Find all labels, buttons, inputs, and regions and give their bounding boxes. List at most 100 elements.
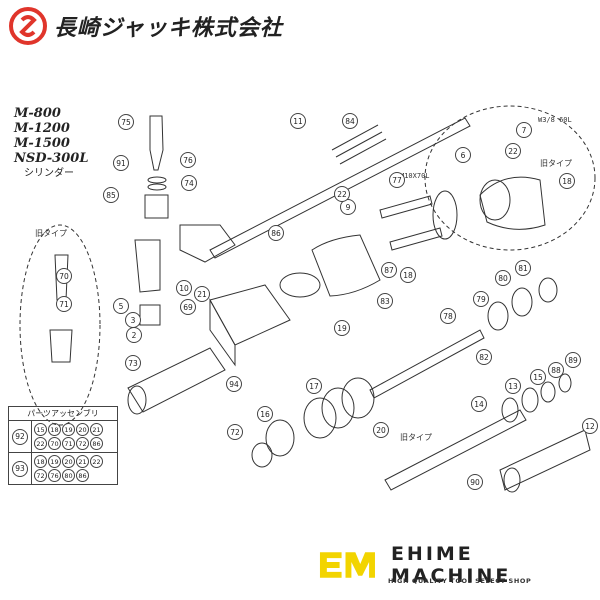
part-callout: 82: [476, 349, 492, 365]
kit-part-number: 72: [76, 437, 89, 450]
kit-part-number: 22: [34, 437, 47, 450]
header: 長崎ジャッキ株式会社: [8, 6, 283, 46]
part-callout: 13: [505, 378, 521, 394]
part-callout: 87: [381, 262, 397, 278]
part-76-ring-b: [147, 183, 167, 191]
part-callout: 85: [103, 187, 119, 203]
part-callout: 11: [290, 113, 306, 129]
part-callout: 73: [125, 355, 141, 371]
part-callout: 22: [505, 143, 521, 159]
part-83-body: [311, 234, 381, 297]
part-callout: 17: [306, 378, 322, 394]
company-name: 長崎ジャッキ株式会社: [54, 16, 283, 41]
old-type-right-ellipse: [424, 105, 596, 251]
bolt-spec-label: M10X70L: [400, 172, 430, 180]
part-callout: 18: [400, 267, 416, 283]
part-73-tube: [127, 347, 226, 413]
part-callout: 20: [373, 422, 389, 438]
part-71-body: [49, 329, 73, 363]
kit-part-number: 86: [76, 469, 89, 482]
brand-block: EHIME MACHINE: [318, 543, 600, 587]
kit-part-number: 21: [90, 423, 103, 436]
part-callout: 2: [126, 327, 142, 343]
part-callout: 78: [440, 308, 456, 324]
part-callout: 77: [389, 172, 405, 188]
kit-part-number: 76: [48, 469, 61, 482]
part-10-fork: [179, 224, 236, 263]
part-callout: 75: [118, 114, 134, 130]
part-20-ring-a: [303, 397, 337, 439]
brand-name: EHIME MACHINE: [390, 543, 512, 587]
kit-part-number: 86: [90, 437, 103, 450]
brand-tagline: HIGH QUALITY TOOL SELECT SHOP: [388, 577, 532, 585]
part-73-end: [127, 385, 147, 415]
kit-part-number: 18: [34, 455, 47, 468]
part-callout: 89: [565, 352, 581, 368]
part-callout: 9: [340, 199, 356, 215]
part-15-seal: [521, 387, 539, 413]
part-11-rod: [209, 117, 471, 259]
part-6-plate: [432, 190, 458, 240]
kit-part-number: 70: [48, 437, 61, 450]
part-75-shape: [149, 115, 164, 171]
old-type-left-label: 旧タイプ: [35, 229, 67, 238]
part-callout: 19: [334, 320, 350, 336]
part-76-ring: [147, 176, 167, 184]
part-12-sleeve: [499, 429, 591, 491]
part-callout: 94: [226, 376, 242, 392]
kit-part-number: 19: [48, 455, 61, 468]
part-88-seal: [540, 381, 556, 403]
old-type-bottom-label: 旧タイプ: [400, 433, 432, 442]
part-callout: 81: [515, 260, 531, 276]
part-callout: 76: [180, 152, 196, 168]
part-callout: 7: [516, 122, 532, 138]
kit-id-badge: 92: [12, 428, 28, 445]
part-callout: 6: [455, 147, 471, 163]
model-line: M-1500: [14, 136, 70, 151]
part-callout: 3: [125, 312, 141, 328]
kit-part-number: 21: [76, 455, 89, 468]
kit-part-number: 19: [62, 423, 75, 436]
part-84-spring: [331, 124, 387, 165]
model-line: M-1200: [14, 121, 70, 136]
part-90-ram: [384, 409, 527, 491]
part-callout: 18: [559, 173, 575, 189]
part-callout: 16: [257, 406, 273, 422]
kit-id-badge: 93: [12, 460, 28, 477]
part-72-ring: [251, 442, 273, 468]
kit-part-number: 71: [62, 437, 75, 450]
kit-part-number: 80: [62, 469, 75, 482]
company-logo: [9, 7, 47, 45]
kit-part-number: 72: [34, 469, 47, 482]
part-18-valve: [389, 227, 443, 251]
part-callout: 12: [582, 418, 598, 434]
part-callout: 84: [342, 113, 358, 129]
part-callout: 21: [194, 286, 210, 302]
part-74-body: [144, 194, 169, 219]
washer-spec-label: W3/8 60L: [538, 116, 572, 124]
part-callout: 79: [473, 291, 489, 307]
part-callout: 71: [56, 296, 72, 312]
part-callout: 74: [181, 175, 197, 191]
part-callout: 5: [113, 298, 129, 314]
part-callout: 91: [113, 155, 129, 171]
part-callout: 70: [56, 268, 72, 284]
kit-part-number: 20: [62, 455, 75, 468]
brand-logo-icon: [319, 552, 375, 578]
main-block-top: [209, 284, 291, 346]
kit-part-number: 15: [34, 423, 47, 436]
part-callout: 86: [268, 225, 284, 241]
main-block-side: [209, 298, 236, 367]
model-line: M-800: [14, 106, 61, 121]
part-17-ring: [341, 377, 375, 419]
old-type-left-ellipse: [19, 224, 101, 426]
part-callout: 80: [495, 270, 511, 286]
part-callout: 22: [334, 186, 350, 202]
part-19-ring: [279, 272, 321, 298]
part-callout: 72: [227, 424, 243, 440]
